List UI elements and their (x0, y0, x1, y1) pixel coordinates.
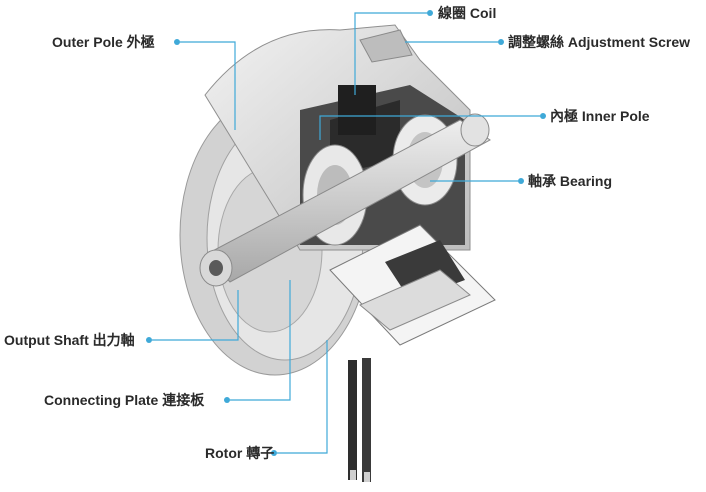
label-coil: 線圈 Coil (438, 5, 497, 21)
lead-wires (348, 358, 371, 482)
label-bearing: 軸承 Bearing (528, 173, 613, 189)
annotation-dots (146, 10, 546, 456)
annotation-lines (152, 12, 540, 454)
connecting-plate (329, 224, 496, 346)
label-connecting-plate: Connecting Plate 連接板 (44, 392, 205, 408)
label-output-shaft: Output Shaft 出力軸 (4, 332, 135, 348)
label-rotor: Rotor 轉子 (205, 445, 275, 461)
label-outer-pole: Outer Pole 外極 (52, 34, 155, 50)
shaft (199, 113, 491, 287)
label-adjustment-screw: 調整螺絲 Adjustment Screw (508, 34, 691, 50)
label-inner-pole: 內極 Inner Pole (550, 108, 650, 124)
